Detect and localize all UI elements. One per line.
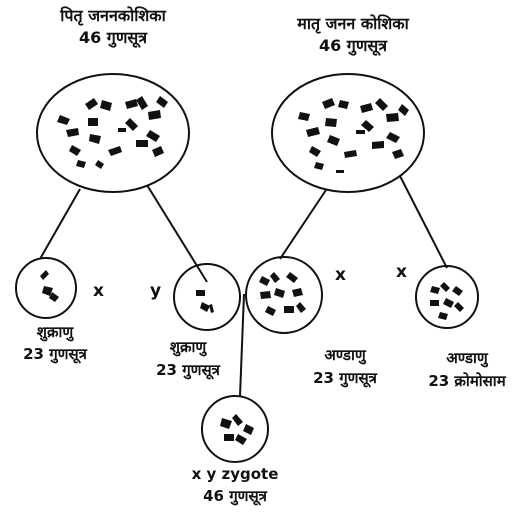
egg-x2-title: अण्डाणु	[412, 348, 522, 368]
mother-chromosome-count: 46 गुणसूत्र	[268, 36, 438, 56]
sperm-x-count: 23 गुणसूत्र	[0, 344, 110, 364]
sperm-x-chromosomes	[40, 270, 59, 302]
zygote-title: x y zygote	[180, 464, 290, 484]
sperm-x-title: शुक्राणु	[0, 322, 110, 342]
father-chromosome-count: 46 गुणसूत्र	[28, 28, 198, 48]
egg-x-cell	[246, 257, 322, 333]
father-cell	[37, 74, 189, 192]
egg-x2-chromosomes	[430, 282, 464, 320]
father-to-sperm-y-line	[147, 185, 207, 282]
sperm-y-title: शुक्राणु	[133, 337, 243, 357]
sperm-x-marker: x	[93, 281, 104, 301]
egg-x2-marker: x	[396, 262, 407, 282]
zygote-count: 46 गुणसूत्र	[180, 486, 290, 506]
mother-cell-title: मातृ जनन कोशिका	[268, 14, 438, 34]
egg-x-title: अण्डाणु	[290, 345, 400, 365]
mother-to-egg-x2-line	[400, 176, 447, 268]
egg-x-chromosomes	[259, 272, 306, 316]
mother-chromosomes	[298, 98, 409, 173]
sperm-y-count: 23 गुणसूत्र	[133, 360, 243, 380]
sperm-y-chromosomes	[196, 290, 214, 313]
sperm-y-cell	[174, 264, 240, 330]
egg-x-count: 23 गुणसूत्र	[290, 368, 400, 388]
zygote-cell	[202, 396, 268, 462]
sperm-y-marker: y	[150, 281, 161, 301]
mother-to-egg-x-line	[280, 190, 326, 259]
zygote-chromosomes	[220, 414, 254, 445]
egg-x-cell-2	[416, 266, 478, 328]
mother-cell	[272, 74, 424, 192]
egg-x2-count: 23 क्रोमोसाम	[412, 371, 522, 391]
father-to-sperm-x-line	[40, 189, 80, 259]
egg-x-marker: x	[335, 265, 346, 285]
father-chromosomes	[57, 96, 168, 169]
father-cell-title: पितृ जननकोशिका	[28, 6, 198, 26]
